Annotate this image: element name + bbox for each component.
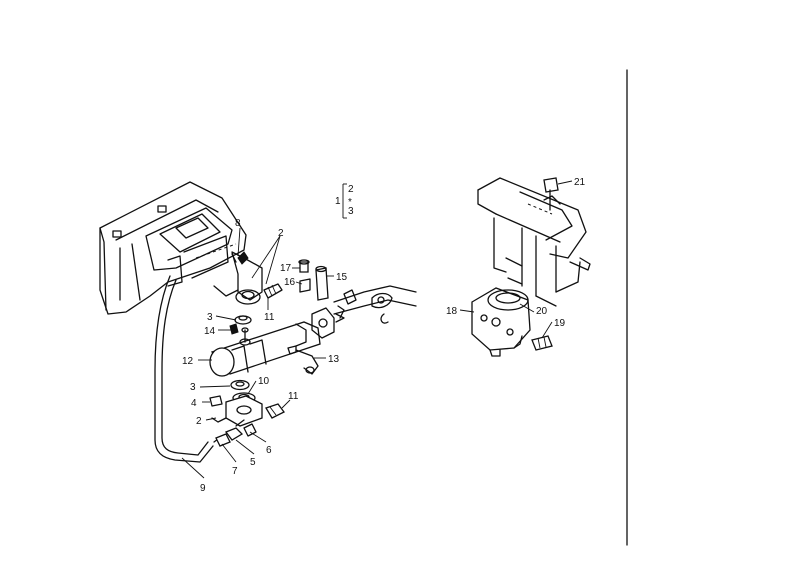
- callout-1: 1: [335, 196, 341, 207]
- callout-21: 21: [574, 177, 586, 188]
- callout-1-item-3: 3: [348, 206, 354, 217]
- callout-1-item-2: 2: [348, 184, 354, 195]
- callout-3-lower: 3: [190, 382, 196, 393]
- link-rod: [333, 285, 417, 324]
- steering-valve: [471, 287, 531, 357]
- fittings: [215, 419, 257, 447]
- lower-bracket: [209, 379, 285, 427]
- bolt-21: [543, 177, 559, 211]
- callout-8: 8: [235, 218, 241, 229]
- callout-5: 5: [250, 457, 256, 468]
- callout-16: 16: [284, 277, 296, 288]
- fitting-19: [531, 335, 553, 351]
- callouts: 1 2 * 3 8 2 3 11 14 12 17 16 15 13 3 10 …: [182, 177, 586, 494]
- callout-4: 4: [191, 398, 197, 409]
- pin-parts: [298, 259, 329, 301]
- callout-13: 13: [328, 354, 340, 365]
- callout-10: 10: [258, 376, 270, 387]
- callout-12: 12: [182, 356, 194, 367]
- callout-2-lower: 2: [196, 416, 202, 427]
- callout-19: 19: [554, 318, 566, 329]
- callout-2-upper: 2: [278, 228, 284, 239]
- callout-18: 18: [446, 306, 458, 317]
- callout-15: 15: [336, 272, 348, 283]
- cylinder: [209, 307, 335, 377]
- callout-3-upper: 3: [207, 312, 213, 323]
- elbow-fitting: [295, 349, 319, 375]
- callout-17: 17: [280, 263, 292, 274]
- callout-6: 6: [266, 445, 272, 456]
- lever-arm: [231, 251, 283, 305]
- callout-11-upper: 11: [264, 312, 275, 323]
- callout-20: 20: [536, 306, 548, 317]
- callout-11-lower: 11: [288, 391, 299, 402]
- callout-1-item-star: *: [348, 197, 352, 208]
- leader-lines: [181, 180, 573, 479]
- callout-14: 14: [204, 326, 216, 337]
- callout-7: 7: [232, 466, 238, 477]
- callout-9: 9: [200, 483, 206, 494]
- valve-bracket: [477, 177, 591, 307]
- frame-casting: [99, 181, 247, 315]
